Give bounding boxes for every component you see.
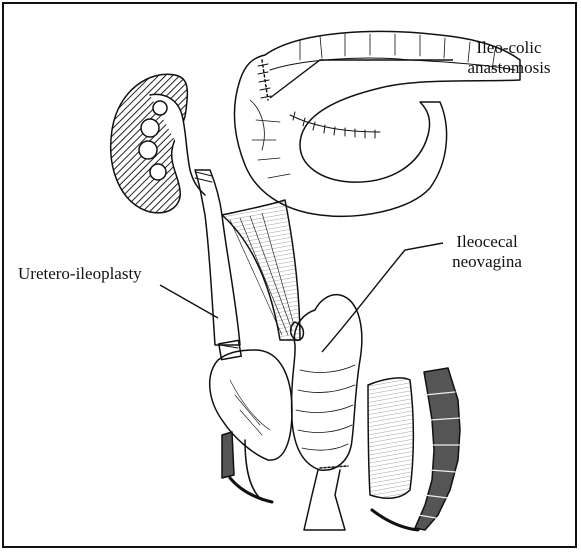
perineum-right-line <box>372 510 418 530</box>
leader-neovagina <box>322 243 443 352</box>
neovagina <box>292 295 362 471</box>
label-ileo-colic: Ileo-colic anastomosis <box>459 38 559 78</box>
colon-fold-lines <box>250 100 290 178</box>
left-dark-tissue <box>222 432 234 478</box>
label-ileo-colic-line1: Ileo-colic <box>459 38 559 58</box>
neovagina-suture <box>320 466 348 468</box>
colon-suture-ticks <box>293 112 375 138</box>
leader-uretero <box>160 285 218 318</box>
mesentery <box>222 200 300 340</box>
label-neovagina-line1: Ileocecal <box>447 232 527 252</box>
label-ileo-colic-line2: anastomosis <box>459 58 559 78</box>
ureter-ileal-segment <box>195 170 240 345</box>
anastomosis-suture-ticks <box>258 64 271 98</box>
label-neovagina-line2: neovagina <box>447 252 527 272</box>
label-neovagina: Ileocecal neovagina <box>447 232 527 272</box>
introitus <box>304 470 345 530</box>
bladder-shading <box>230 380 270 435</box>
neovagina-rings <box>296 365 355 450</box>
label-uretero-ileoplasty: Uretero-ileoplasty <box>18 264 142 284</box>
rectum-muscle <box>368 378 413 498</box>
